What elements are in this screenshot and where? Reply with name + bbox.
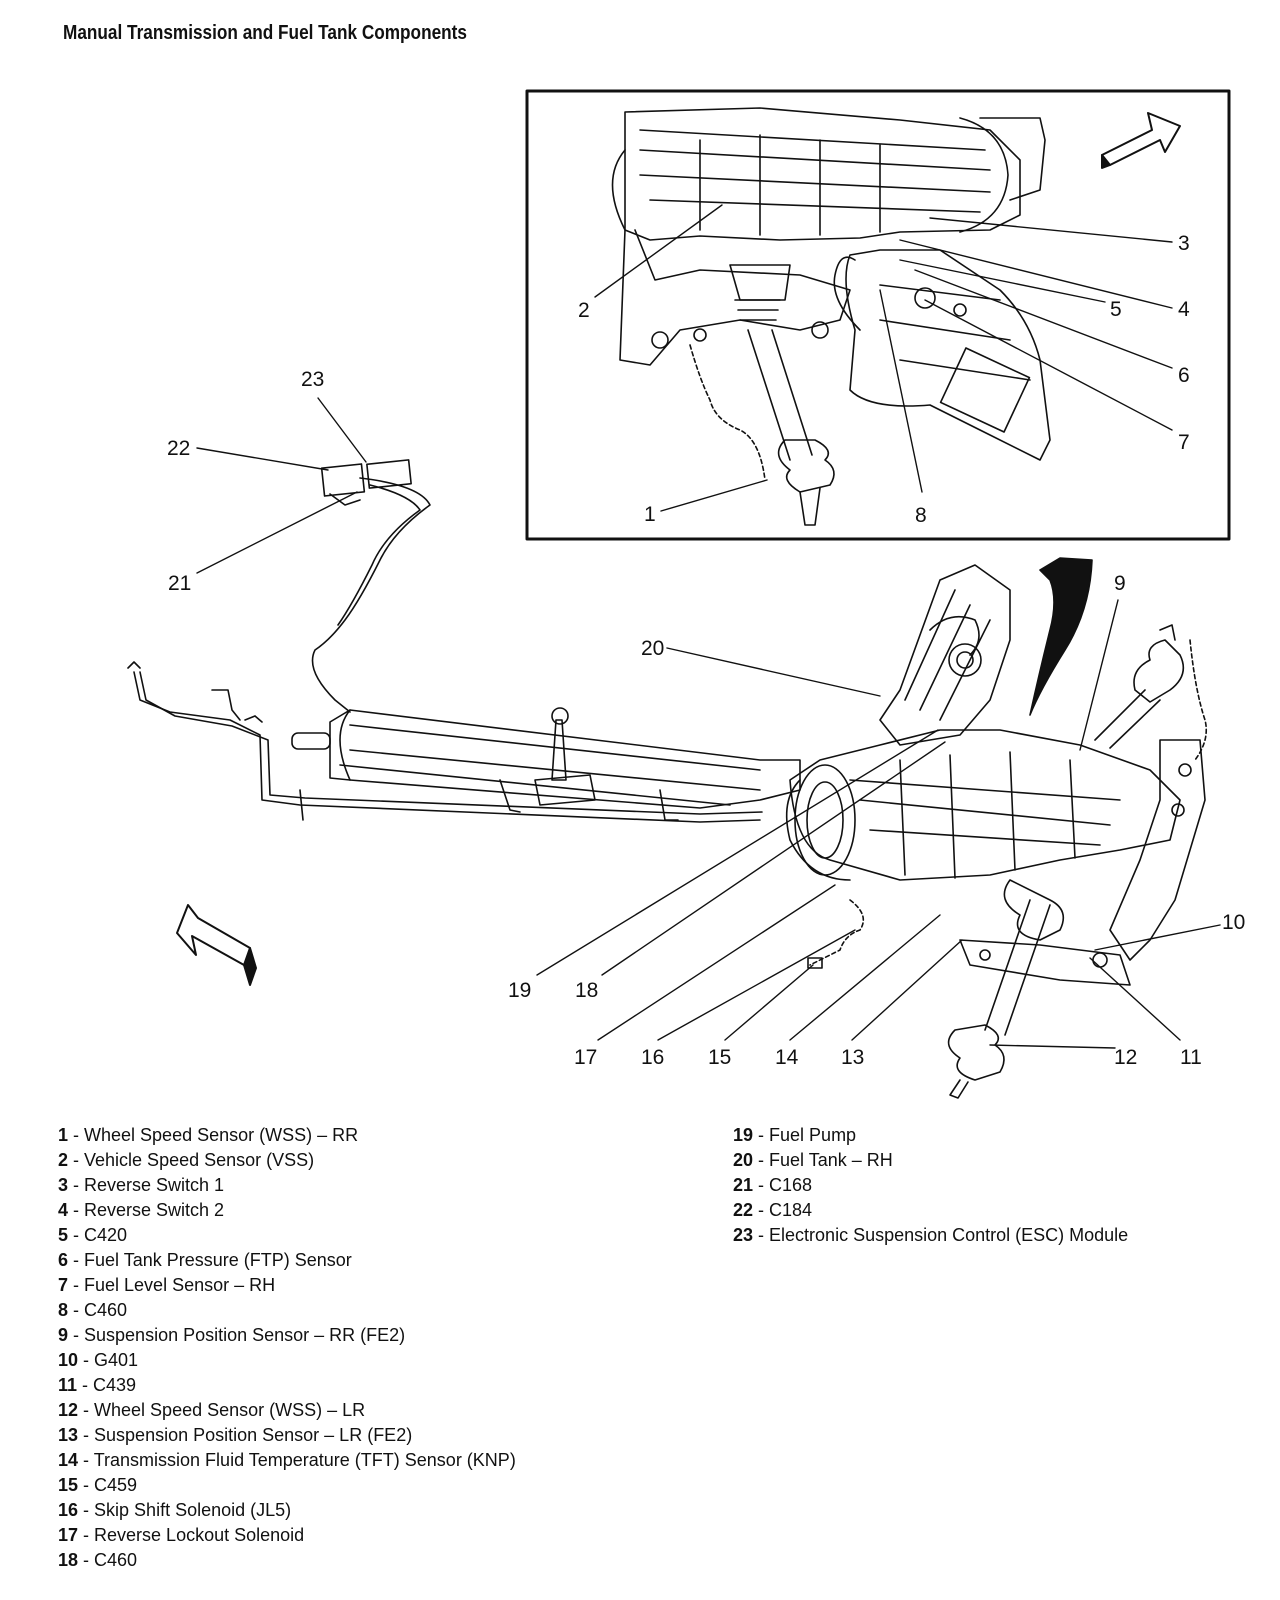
legend-item: 16 - Skip Shift Solenoid (JL5) xyxy=(58,1500,292,1520)
legend-list-right: 19 - Fuel Pump 20 - Fuel Tank – RH 21 - … xyxy=(733,1123,1128,1248)
legend-item: 15 - C459 xyxy=(58,1475,138,1495)
legend-item: 6 - Fuel Tank Pressure (FTP) Sensor xyxy=(58,1250,352,1270)
callout-18: 18 xyxy=(575,979,598,1002)
callout-14: 14 xyxy=(775,1046,799,1069)
callout-5: 5 xyxy=(1110,298,1122,321)
callout-6: 6 xyxy=(1178,364,1190,387)
legend-item: 10 - G401 xyxy=(58,1350,139,1370)
diagram-title: Manual Transmission and Fuel Tank Compon… xyxy=(63,22,467,44)
inset-transmission-illustration xyxy=(611,107,1051,526)
legend-item: 13 - Suspension Position Sensor – LR (FE… xyxy=(58,1425,413,1445)
inset-direction-arrow-icon xyxy=(1101,112,1181,169)
callout-20: 20 xyxy=(641,637,664,660)
callout-19: 19 xyxy=(508,979,531,1002)
callout-11: 11 xyxy=(1180,1046,1202,1069)
callout-leader-lines xyxy=(196,204,1221,1049)
callout-numbers: 1 2 3 4 5 6 7 8 9 10 11 12 13 14 15 16 1… xyxy=(167,232,1245,1069)
callout-15: 15 xyxy=(708,1046,731,1069)
main-assembly-illustration xyxy=(127,459,1208,1099)
callout-9: 9 xyxy=(1114,572,1126,595)
view-direction-arrow-icon xyxy=(1029,557,1093,716)
legend-item: 3 - Reverse Switch 1 xyxy=(58,1175,225,1195)
callout-1: 1 xyxy=(644,503,656,526)
legend-item: 11 - C439 xyxy=(58,1375,137,1395)
legend-item: 2 - Vehicle Speed Sensor (VSS) xyxy=(58,1150,315,1170)
legend-item: 17 - Reverse Lockout Solenoid xyxy=(58,1525,305,1545)
legend-item: 1 - Wheel Speed Sensor (WSS) – RR xyxy=(58,1125,359,1145)
callout-13: 13 xyxy=(841,1046,864,1069)
legend-item: 23 - Electronic Suspension Control (ESC)… xyxy=(733,1225,1129,1245)
legend-item: 8 - C460 xyxy=(58,1300,128,1320)
callout-7: 7 xyxy=(1178,431,1190,454)
legend-item: 5 - C420 xyxy=(58,1225,128,1245)
callout-8: 8 xyxy=(915,504,927,527)
legend-item: 7 - Fuel Level Sensor – RH xyxy=(58,1275,276,1295)
callout-17: 17 xyxy=(574,1046,597,1069)
detail-inset-frame xyxy=(525,89,1231,541)
legend-list-left: 1 - Wheel Speed Sensor (WSS) – RR 2 - Ve… xyxy=(58,1123,516,1573)
legend-item: 12 - Wheel Speed Sensor (WSS) – LR xyxy=(58,1400,366,1420)
callout-10: 10 xyxy=(1222,911,1245,934)
callout-23: 23 xyxy=(301,368,324,391)
legend-item: 18 - C460 xyxy=(58,1550,138,1570)
callout-2: 2 xyxy=(578,299,590,322)
callout-4: 4 xyxy=(1178,298,1190,321)
callout-22: 22 xyxy=(167,437,190,460)
legend-item: 4 - Reverse Switch 2 xyxy=(58,1200,225,1220)
legend-item: 9 - Suspension Position Sensor – RR (FE2… xyxy=(58,1325,406,1345)
callout-21: 21 xyxy=(168,572,191,595)
front-direction-arrow-icon xyxy=(176,904,257,986)
legend-item: 20 - Fuel Tank – RH xyxy=(733,1150,893,1170)
legend-item: 22 - C184 xyxy=(733,1200,813,1220)
legend-item: 19 - Fuel Pump xyxy=(733,1125,857,1145)
legend-item: 21 - C168 xyxy=(733,1175,813,1195)
callout-16: 16 xyxy=(641,1046,664,1069)
callout-3: 3 xyxy=(1178,232,1190,255)
legend-item: 14 - Transmission Fluid Temperature (TFT… xyxy=(58,1450,516,1470)
callout-12: 12 xyxy=(1114,1046,1137,1069)
